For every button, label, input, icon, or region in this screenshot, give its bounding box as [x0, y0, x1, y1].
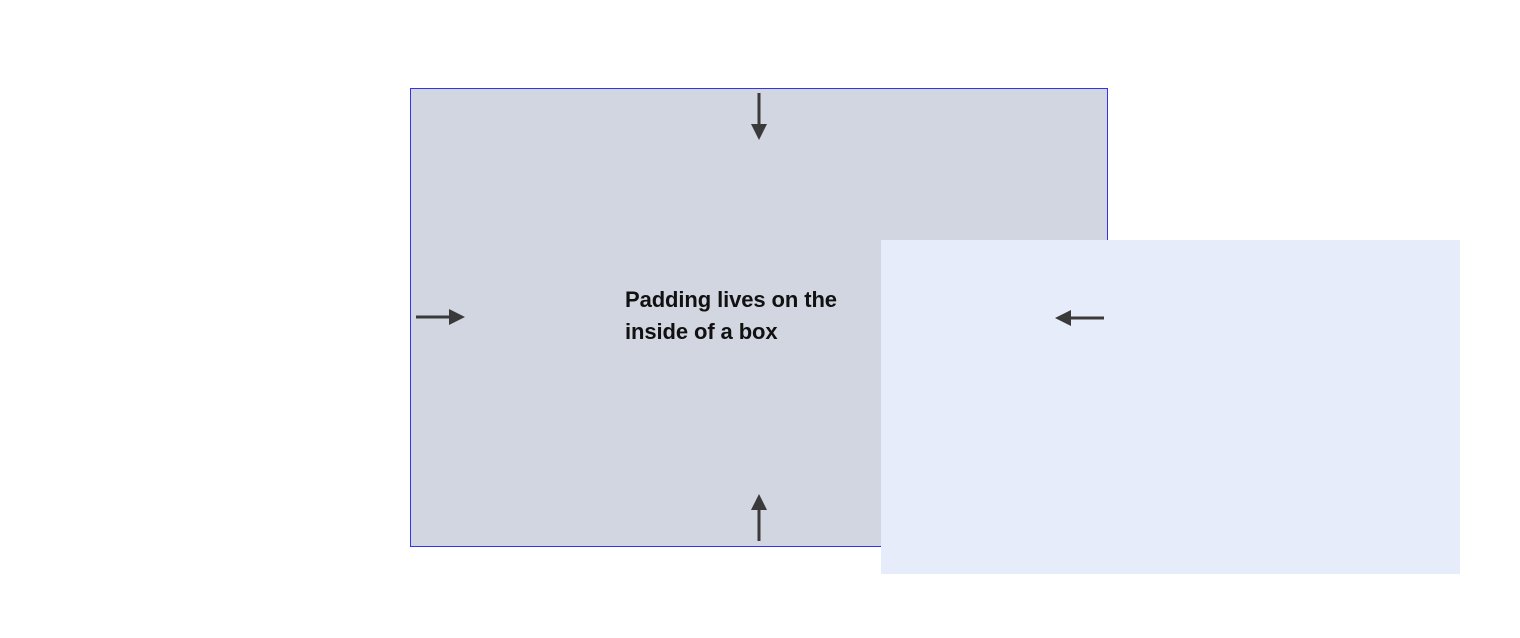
caption-text: Padding lives on the inside of a box	[625, 287, 837, 344]
content-area-box	[881, 240, 1460, 574]
arrow-right-icon	[416, 309, 465, 325]
arrow-up-icon	[751, 494, 767, 541]
arrow-down-icon	[751, 93, 767, 140]
padding-area-box	[410, 88, 1460, 574]
arrow-left-icon	[1055, 310, 1104, 326]
